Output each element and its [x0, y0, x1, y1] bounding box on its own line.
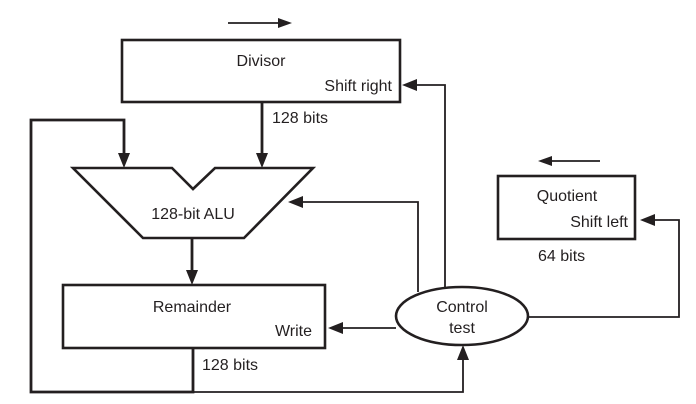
control-to-remainder-wire	[328, 322, 396, 334]
alu: 128-bit ALU	[69, 166, 317, 240]
control-test-unit: Control test	[394, 285, 530, 347]
control-to-quotient-wire	[528, 214, 680, 318]
divisor-shift-right-arrow	[228, 18, 292, 28]
quotient-label: Quotient	[537, 188, 598, 205]
remainder-width-label: 128 bits	[202, 357, 258, 374]
divisor-width-label: 128 bits	[272, 110, 328, 127]
divisor-label: Divisor	[237, 53, 287, 70]
control-to-alu-wire	[288, 196, 419, 292]
divisor-to-alu-wire	[256, 102, 268, 168]
quotient-register: Quotient Shift left	[496, 174, 637, 241]
quotient-shift-left-label: Shift left	[570, 214, 628, 231]
remainder-feedback-wire	[29, 118, 195, 394]
alu-to-remainder-wire	[186, 238, 198, 285]
test-label: test	[449, 320, 475, 337]
remainder-to-control-wire	[193, 345, 469, 393]
divisor-register: Divisor Shift right	[120, 38, 402, 104]
quotient-width-label: 64 bits	[538, 248, 585, 265]
remainder-register: Remainder Write	[61, 283, 327, 350]
control-label: Control	[436, 299, 488, 316]
control-to-divisor-wire	[402, 79, 446, 288]
remainder-label: Remainder	[153, 299, 232, 316]
quotient-shift-left-arrow	[538, 156, 600, 166]
alu-label: 128-bit ALU	[151, 206, 235, 223]
remainder-write-label: Write	[275, 323, 312, 340]
divisor-shift-right-label: Shift right	[324, 78, 392, 95]
